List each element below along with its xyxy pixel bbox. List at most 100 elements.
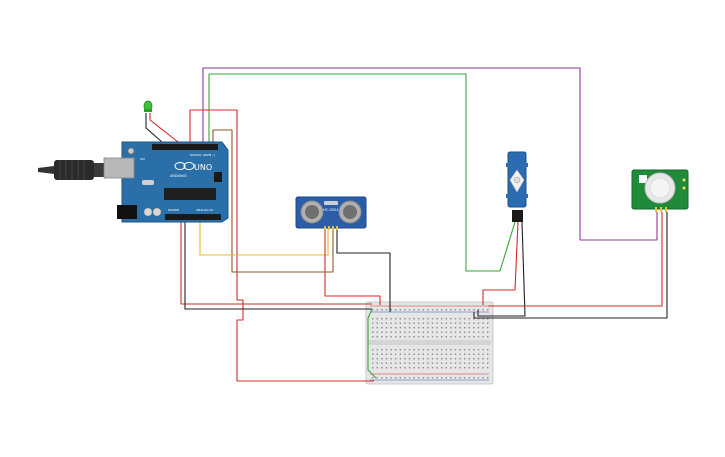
breadboard-hole [408, 309, 411, 311]
breadboard-hole [372, 331, 374, 333]
wire-yellow-sensor-trig[interactable] [199, 222, 329, 256]
usb-cable [38, 160, 104, 180]
breadboard-hole [468, 367, 470, 369]
breadboard-hole [422, 377, 424, 379]
led-green[interactable] [143, 100, 153, 112]
breadboard-hole [390, 367, 392, 369]
breadboard-hole [436, 377, 438, 379]
breadboard-hole [450, 336, 452, 338]
breadboard-hole [436, 349, 438, 351]
wire-black-arduino-gnd[interactable] [184, 222, 372, 310]
breadboard-hole [376, 318, 378, 320]
reset-button[interactable] [127, 147, 135, 155]
wire-red-sensor-vcc[interactable] [324, 228, 381, 305]
breadboard-hole [404, 367, 406, 369]
breadboard-hole [404, 322, 406, 324]
breadboard-hole [385, 327, 388, 329]
breadboard[interactable] [365, 301, 494, 385]
breadboard-hole [482, 362, 484, 364]
breadboard-hole [385, 367, 388, 369]
breadboard-hole [441, 353, 443, 355]
breadboard-hole [385, 377, 388, 379]
wire-red-breadboard-rail[interactable] [180, 222, 372, 305]
breadboard-hole [445, 327, 447, 329]
breadboard-hole [441, 362, 443, 364]
breadboard-hole [413, 327, 415, 329]
arduino-uno[interactable]: UNO ARDUINO DIGITAL (PWM~) POWER ANALOG … [38, 141, 229, 223]
breadboard-hole [418, 362, 420, 364]
breadboard-hole [468, 318, 470, 320]
wire-black-sensor-gnd[interactable] [336, 228, 391, 312]
breadboard-hole [436, 358, 438, 360]
breadboard-hole [431, 327, 434, 329]
breadboard-hole [418, 318, 420, 320]
breadboard-hole [487, 349, 489, 351]
breadboard-hole [408, 318, 411, 320]
arduino-logo: UNO ARDUINO [170, 162, 212, 178]
breadboard-hole [376, 362, 378, 364]
wire-red-arduino-power[interactable] [189, 109, 374, 382]
breadboard-hole [372, 349, 374, 351]
breadboard-hole [459, 349, 461, 351]
breadboard-hole [454, 362, 457, 364]
breadboard-hole [450, 318, 452, 320]
breadboard-hole [441, 309, 443, 311]
breadboard-hole [390, 349, 392, 351]
breadboard-hole [477, 336, 480, 338]
servo-horn[interactable] [509, 169, 525, 193]
wire-red-pir-vcc[interactable] [488, 212, 663, 307]
ultrasonic-sensor[interactable]: HC-SR04 [295, 196, 367, 230]
breadboard-hole [427, 322, 429, 324]
breadboard-hole [454, 322, 457, 324]
wire-green-servo-signal[interactable] [208, 73, 516, 272]
breadboard-hole [390, 358, 392, 360]
breadboard-hole [459, 358, 461, 360]
wire-purple-pir-signal[interactable] [202, 67, 658, 241]
servo-connector [512, 210, 523, 222]
breadboard-hole [468, 336, 470, 338]
breadboard-hole [422, 318, 424, 320]
wire-brown-sensor-echo[interactable] [212, 129, 334, 273]
breadboard-hole [422, 358, 424, 360]
breadboard-hole [376, 331, 378, 333]
breadboard-hole [418, 367, 420, 369]
breadboard-hole [464, 327, 466, 329]
wire-black-pir-gnd[interactable] [473, 212, 668, 319]
breadboard-hole [395, 331, 397, 333]
breadboard-hole [464, 309, 466, 311]
breadboard-hole [459, 377, 461, 379]
breadboard-hole [464, 318, 466, 320]
breadboard-hole [464, 362, 466, 364]
breadboard-hole [431, 322, 434, 324]
breadboard-hole [431, 358, 434, 360]
breadboard-hole [408, 353, 411, 355]
servo-motor[interactable] [506, 151, 528, 222]
breadboard-hole [454, 327, 457, 329]
breadboard-hole [464, 349, 466, 351]
breadboard-hole [482, 349, 484, 351]
breadboard-hole [408, 336, 411, 338]
breadboard-hole [436, 367, 438, 369]
breadboard-hole [482, 367, 484, 369]
wire-green-breadboard-jumper[interactable] [367, 308, 377, 379]
breadboard-hole [422, 349, 424, 351]
breadboard-hole [381, 377, 383, 379]
breadboard-hole [418, 349, 420, 351]
wire-red-servo-vcc[interactable] [482, 221, 519, 305]
breadboard-hole [408, 349, 411, 351]
breadboard-hole [464, 367, 466, 369]
breadboard-hole [427, 377, 429, 379]
wire-black-servo-gnd[interactable] [477, 221, 526, 317]
pir-sensor[interactable] [631, 169, 689, 212]
breadboard-hole [385, 318, 388, 320]
breadboard-hole [390, 336, 392, 338]
breadboard-hole [445, 377, 447, 379]
breadboard-hole [422, 367, 424, 369]
breadboard-hole [390, 377, 392, 379]
breadboard-hole [390, 353, 392, 355]
power-jack [117, 205, 137, 219]
breadboard-hole [390, 327, 392, 329]
breadboard-hole [431, 377, 434, 379]
breadboard-hole [395, 309, 397, 311]
